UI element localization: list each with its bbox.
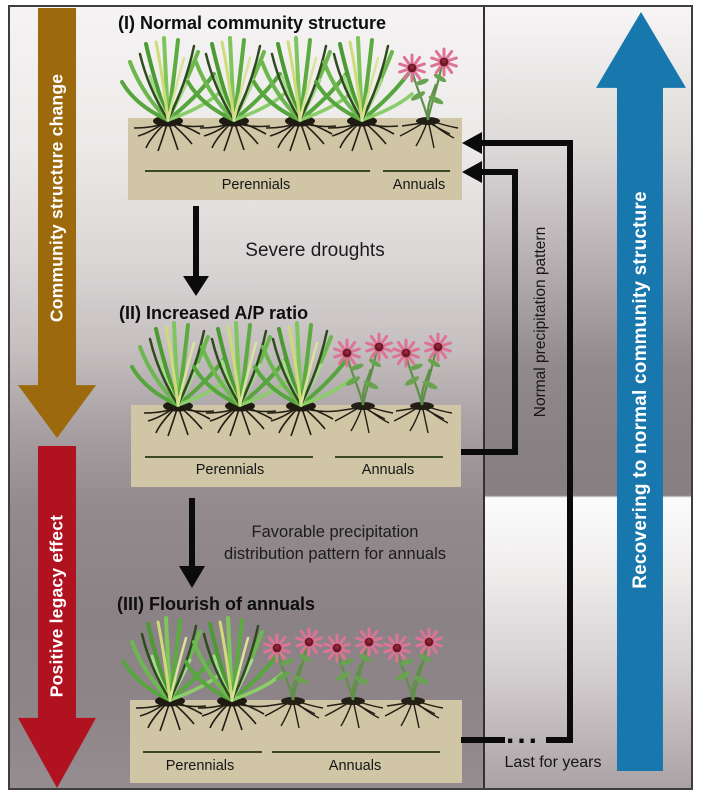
feedback-inner-line-bottom bbox=[461, 449, 518, 455]
stage2-soil-block bbox=[131, 405, 461, 487]
stage2-title: (II) Increased A/P ratio bbox=[119, 303, 309, 323]
feedback-outer-line-vertical bbox=[567, 140, 573, 743]
stage3-perennials-label: Perennials bbox=[165, 758, 235, 774]
stage1-annuals-line bbox=[383, 170, 450, 172]
feedback-outer-line-bottom-left bbox=[461, 737, 505, 743]
stage1-perennials-line bbox=[145, 170, 370, 172]
stage1-title: (I) Normal community structure bbox=[118, 13, 387, 33]
severe-droughts-label: Severe droughts bbox=[245, 240, 385, 261]
feedback-outer-line-bottom-right bbox=[546, 737, 573, 743]
stage3-annuals-line bbox=[272, 751, 440, 753]
favorable-precipitation-label: Favorable precipitation distribution pat… bbox=[224, 521, 446, 565]
stage1-perennials-label: Perennials bbox=[221, 177, 291, 193]
stage3-title: (III) Flourish of annuals bbox=[117, 594, 315, 614]
stage1-soil-block bbox=[128, 118, 462, 200]
feedback-inner-line-vertical bbox=[512, 169, 518, 455]
stage2-perennials-line bbox=[145, 456, 313, 458]
severe-droughts-arrow-shaft bbox=[193, 206, 199, 278]
stage2-annuals-label: Annuals bbox=[361, 462, 415, 478]
feedback-inner-line-top bbox=[480, 169, 518, 175]
positive-legacy-effect-label: Positive legacy effect bbox=[46, 514, 67, 698]
stage2-perennials-label: Perennials bbox=[195, 462, 265, 478]
stage2-annuals-line bbox=[335, 456, 443, 458]
favorable-precipitation-line2: distribution pattern for annuals bbox=[224, 545, 446, 563]
stage1-annuals-label: Annuals bbox=[392, 177, 446, 193]
flower-icon bbox=[377, 618, 449, 730]
last-for-years-label: Last for years bbox=[504, 754, 602, 771]
normal-precipitation-pattern-label: Normal precipitation pattern bbox=[532, 226, 549, 418]
feedback-outer-line-top bbox=[480, 140, 573, 146]
favorable-precipitation-arrow-shaft bbox=[189, 498, 195, 568]
flower-icon bbox=[392, 38, 464, 150]
stage3-perennials-line bbox=[143, 751, 262, 753]
favorable-precipitation-line1: Favorable precipitation bbox=[251, 523, 419, 541]
recovering-arrow-label: Recovering to normal community structure bbox=[630, 191, 651, 589]
community-structure-change-label: Community structure change bbox=[46, 73, 67, 323]
flower-icon bbox=[386, 323, 458, 435]
stage3-annuals-label: Annuals bbox=[328, 758, 382, 774]
feedback-ellipsis-label: ... bbox=[505, 717, 541, 750]
